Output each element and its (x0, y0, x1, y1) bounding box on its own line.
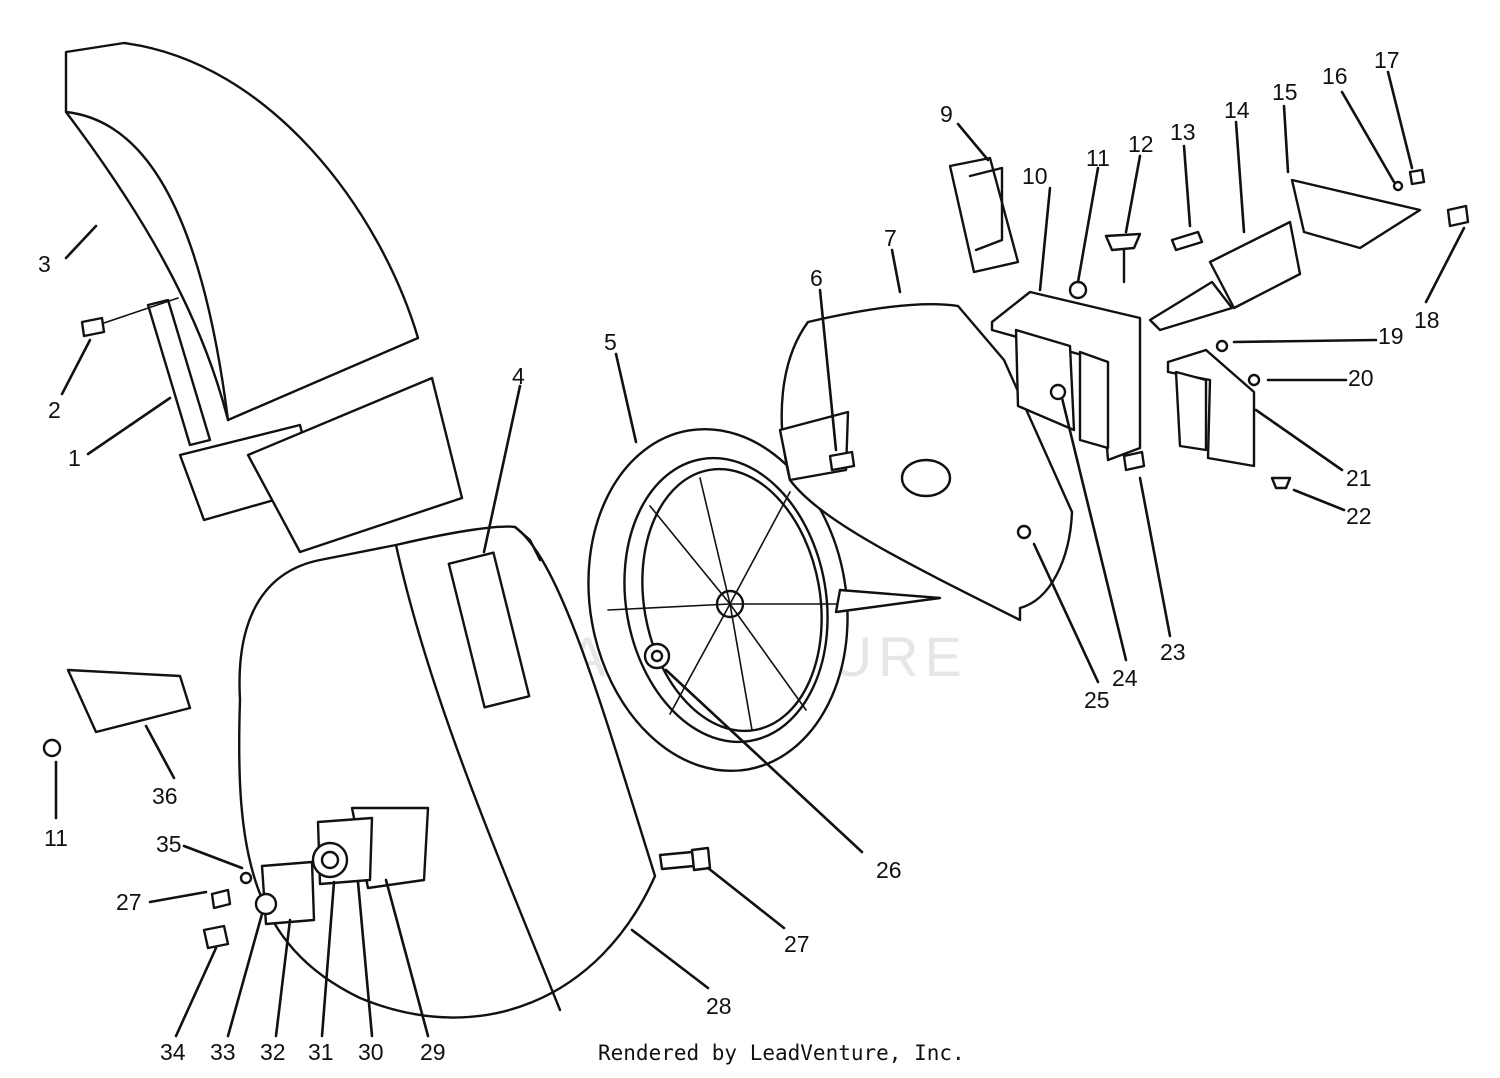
callout-21: 21 (1346, 465, 1372, 491)
callout-15: 15 (1272, 79, 1298, 105)
callout-26: 26 (876, 857, 902, 883)
callout-10: 10 (1022, 163, 1048, 189)
callout-34: 34 (160, 1039, 186, 1065)
gearbox (1148, 220, 1302, 332)
callout-29: 29 (420, 1039, 446, 1065)
callout-17: 17 (1374, 47, 1400, 73)
deflector-bracket (97, 297, 212, 447)
screw-22 (1270, 476, 1292, 490)
u-bracket (948, 156, 1020, 274)
clevis-pin (80, 316, 106, 338)
bolt-6 (828, 450, 856, 472)
callout-24: 24 (1112, 665, 1138, 691)
side-bracket (1166, 348, 1256, 468)
nut-11-lower (42, 738, 62, 758)
wing-knob (1104, 232, 1142, 284)
callout-14: 14 (1224, 97, 1250, 123)
callout-5: 5 (604, 329, 617, 355)
callout-28: 28 (706, 993, 732, 1019)
hub-spacer (643, 642, 671, 670)
callout-16: 16 (1322, 63, 1348, 89)
chute-lower-plates (178, 376, 464, 554)
callout-33: 33 (210, 1039, 236, 1065)
bolt-right (658, 846, 712, 872)
leader-lines (54, 70, 1466, 1038)
callout-27-left: 27 (116, 889, 142, 915)
callout-36: 36 (152, 783, 178, 809)
housing-backplate (778, 303, 1074, 622)
bolt-18 (1446, 204, 1470, 228)
bearing-assembly (202, 806, 430, 950)
callout-23: 23 (1160, 639, 1186, 665)
callout-2: 2 (48, 397, 61, 423)
callout-13: 13 (1170, 119, 1196, 145)
callout-22: 22 (1346, 503, 1372, 529)
callout-32: 32 (260, 1039, 286, 1065)
callout-labels: 1 2 3 4 5 6 7 9 10 11 11 12 13 14 15 16 … (38, 47, 1440, 1065)
callout-30: 30 (358, 1039, 384, 1065)
callout-1: 1 (68, 445, 81, 471)
chute-adapter-plate (66, 668, 192, 734)
nut-11-upper (1068, 280, 1088, 300)
impeller-fan (587, 427, 849, 773)
fan-housing (237, 525, 657, 1019)
callout-27-right: 27 (784, 931, 810, 957)
callout-9: 9 (940, 101, 953, 127)
callout-25: 25 (1084, 687, 1110, 713)
credit-line: Rendered by LeadVenture, Inc. (598, 1041, 965, 1065)
callout-6: 6 (810, 265, 823, 291)
callout-31: 31 (308, 1039, 334, 1065)
callout-18: 18 (1414, 307, 1440, 333)
callout-12: 12 (1128, 131, 1154, 157)
discharge-chute (64, 41, 420, 422)
nut-25 (1016, 524, 1032, 540)
callout-19: 19 (1378, 323, 1404, 349)
callout-20: 20 (1348, 365, 1374, 391)
fastener-16-17 (1392, 168, 1426, 192)
nuts-19-20 (1215, 339, 1261, 387)
bolt-23 (1122, 450, 1146, 472)
gearbox-mount (1290, 178, 1422, 250)
callout-11-upper: 11 (1086, 145, 1110, 171)
callout-4: 4 (512, 363, 525, 389)
shaft-key (1170, 230, 1204, 252)
callout-7: 7 (884, 225, 897, 251)
callout-35: 35 (156, 831, 182, 857)
callout-3: 3 (38, 251, 51, 277)
mounting-bracket (990, 290, 1142, 462)
nut-24 (1049, 383, 1067, 401)
callout-11-lower: 11 (44, 825, 68, 851)
